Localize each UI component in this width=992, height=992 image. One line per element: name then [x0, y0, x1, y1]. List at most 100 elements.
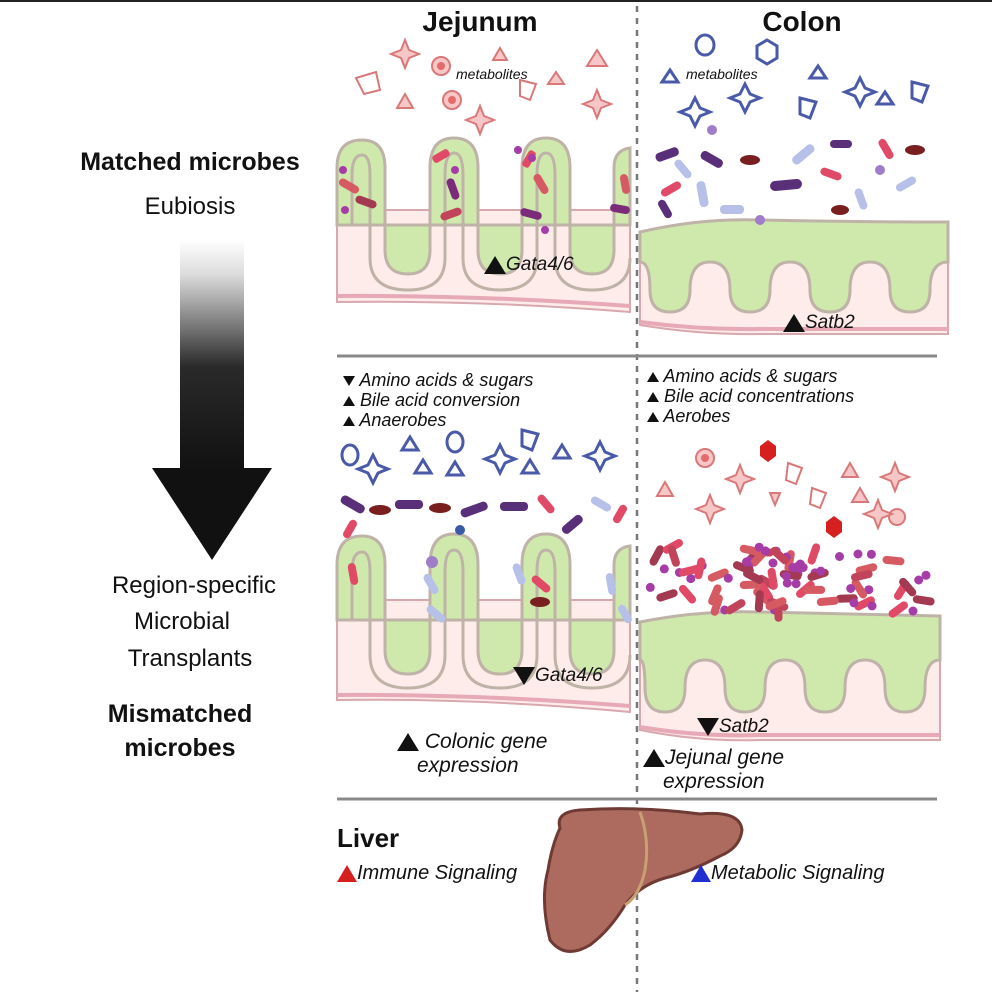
microbe-coccus	[853, 549, 863, 559]
microbe-coccus	[645, 582, 655, 592]
transplant-label-2: Microbial	[133, 608, 231, 635]
list-item: Bile acid conversion	[343, 390, 533, 410]
up-triangle-icon	[647, 412, 659, 423]
microbe-rod	[855, 563, 878, 575]
microbe-rod	[725, 599, 746, 615]
colonic-gene-expression: Colonic gene expression	[397, 730, 547, 778]
down-triangle-icon	[343, 376, 355, 387]
colon-tissue-top	[638, 218, 950, 336]
jejunum-metabolites-label: metabolites	[456, 66, 528, 82]
jejunum-microbes-bottom	[340, 494, 632, 624]
colon-tissue-bottom	[638, 610, 942, 742]
microbe-rod	[667, 545, 680, 567]
jejunum-changes-list: Amino acids & sugars Bile acid conversio…	[343, 370, 533, 430]
jejunum-gene-bottom: Gata4/6	[513, 665, 603, 687]
microbe-coccus	[781, 571, 791, 581]
microbe-coccus	[782, 578, 792, 588]
jejunum-gene-top: Gata4/6	[484, 254, 574, 276]
up-triangle-icon	[484, 255, 506, 274]
transplant-label-1: Region-specific	[111, 572, 277, 599]
down-triangle-icon	[697, 717, 719, 736]
immune-signaling: Immune Signaling	[337, 862, 517, 885]
jejunum-metabolites-top	[354, 37, 614, 137]
jejunum-microbes-top	[338, 146, 631, 234]
microbe-rod	[767, 567, 778, 590]
microbe-rod	[803, 585, 826, 594]
microbe-coccus	[846, 584, 856, 593]
microbe-rod	[854, 596, 875, 611]
down-arrow-icon	[152, 240, 272, 560]
microbe-coccus	[659, 564, 669, 574]
liver-label: Liver	[337, 823, 400, 853]
colon-microbes-bottom	[645, 539, 935, 622]
colon-metabolites-label: metabolites	[686, 66, 758, 82]
mismatched-label-2: microbes	[124, 734, 236, 762]
microbe-rod	[656, 589, 678, 602]
eubiosis-label: Eubiosis	[144, 193, 236, 220]
metabolic-signaling: Metabolic Signaling	[691, 862, 884, 885]
transplant-label-3: Transplants	[127, 645, 253, 672]
microbe-coccus	[921, 570, 931, 580]
colon-gene-top: Satb2	[783, 312, 855, 334]
blue-up-triangle-icon	[691, 865, 711, 883]
microbe-coccus	[835, 552, 844, 561]
microbe-rod	[710, 594, 723, 616]
microbe-coccus	[760, 546, 770, 556]
up-triangle-icon	[783, 313, 805, 332]
microbe-rod	[757, 581, 774, 602]
jejunum-metabolites-bottom	[340, 428, 620, 487]
list-item: Aerobes	[647, 406, 854, 426]
microbe-coccus	[723, 573, 733, 583]
jejunum-tissue-bottom	[335, 532, 632, 714]
microbe-coccus	[742, 557, 751, 567]
list-item: Bile acid concentrations	[647, 386, 854, 406]
microbe-coccus	[795, 559, 805, 569]
jejunum-tissue-top	[335, 136, 632, 314]
jejunal-gene-expression: Jejunal gene expression	[643, 746, 784, 794]
up-triangle-icon	[647, 392, 659, 403]
list-item: Amino acids & sugars	[343, 370, 533, 390]
microbe-coccus	[791, 579, 801, 589]
list-item: Anaerobes	[343, 410, 533, 430]
microbe-rod	[678, 565, 701, 577]
microbe-rod	[770, 546, 789, 565]
list-item: Amino acids & sugars	[647, 366, 854, 386]
up-triangle-icon	[343, 416, 355, 427]
colon-metabolites-top	[659, 33, 930, 130]
microbe-coccus	[908, 606, 918, 616]
liver-icon	[542, 807, 744, 953]
microbe-coccus	[816, 566, 826, 576]
microbe-rod	[807, 543, 821, 565]
microbe-coccus	[768, 558, 778, 568]
microbe-coccus	[867, 601, 877, 611]
jejunum-header: Jejunum	[422, 6, 538, 37]
mismatched-label-1: Mismatched	[107, 700, 253, 728]
microbe-coccus	[686, 574, 696, 584]
microbe-rod	[678, 584, 697, 604]
colon-changes-list: Amino acids & sugars Bile acid concentra…	[647, 366, 854, 426]
colon-microbes-top	[655, 125, 925, 225]
microbe-rod	[882, 555, 905, 566]
up-triangle-icon	[647, 372, 659, 383]
microbe-coccus	[864, 585, 874, 595]
microbe-rod	[850, 570, 873, 582]
microbe-rod	[708, 584, 722, 606]
microbe-rod	[899, 577, 917, 597]
colon-header: Colon	[762, 6, 842, 37]
microbe-rod	[754, 590, 764, 613]
microbe-rod	[649, 545, 665, 566]
up-triangle-icon	[643, 749, 665, 768]
down-triangle-icon	[513, 666, 535, 685]
up-triangle-icon	[397, 733, 419, 752]
microbe-rod	[888, 601, 908, 618]
microbe-rod	[912, 595, 935, 606]
red-up-triangle-icon	[337, 865, 357, 883]
microbe-rod	[851, 578, 868, 599]
microbe-coccus	[849, 598, 859, 608]
colon-metabolites-bottom	[655, 440, 912, 538]
colon-gene-bottom: Satb2	[697, 716, 769, 738]
up-triangle-icon	[343, 396, 355, 407]
microbe-coccus	[788, 563, 798, 572]
microbe-coccus	[866, 549, 876, 559]
microbe-rod	[732, 561, 754, 575]
